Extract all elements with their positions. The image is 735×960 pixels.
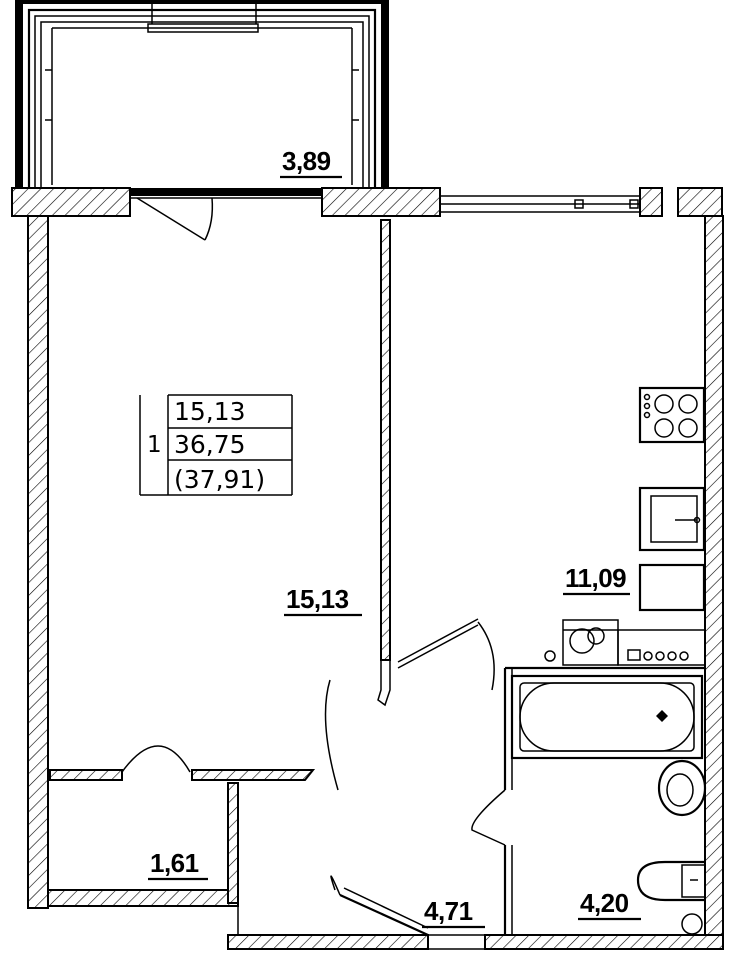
wall-top-middle: [321, 187, 441, 217]
fridge-icon: [638, 563, 706, 612]
entry-door-leaf: [339, 893, 429, 937]
wall-top-right-a: [639, 187, 663, 217]
living-door-arc: [324, 679, 339, 791]
walls: [11, 187, 724, 950]
balcony-door-frame: [130, 188, 322, 196]
wall-top-right-b: [677, 187, 723, 217]
storage-area-label: 1,61: [150, 848, 199, 878]
openings: [121, 188, 641, 950]
wall-living-kitchen: [380, 219, 391, 661]
apartment-legend: 1 15,13 36,75 (37,91): [139, 394, 293, 496]
wall-bottom-storage: [47, 889, 239, 907]
wall-storage-top-left: [49, 769, 123, 781]
sink-icon: [638, 486, 706, 552]
washbasin-icon: [657, 759, 707, 817]
legend-living-area: 15,13: [174, 397, 246, 426]
wall-top-left: [11, 187, 131, 217]
wall-storage-hall: [227, 782, 239, 904]
wall-bottom-hall: [227, 934, 429, 950]
wall-storage-top-right: [191, 769, 316, 781]
hallway-area-label: 4,71: [424, 896, 473, 926]
legend-total-area: 36,75: [174, 430, 246, 459]
wall-left: [27, 215, 49, 909]
legend-total-with-balcony: (37,91): [174, 465, 265, 494]
bathroom-fixtures: [510, 674, 707, 935]
kitchen-door-leaf: [397, 624, 479, 669]
legend-room-count: 1: [147, 432, 162, 458]
balcony-door-leaf: [136, 197, 206, 241]
balcony: [15, 0, 389, 192]
storage-door-arc: [121, 745, 191, 773]
bathroom-door: [471, 789, 506, 846]
stove-icon: [638, 386, 706, 444]
kitchen-fixtures: [544, 386, 706, 666]
boiler-icon: [544, 619, 619, 666]
bathroom-area-label: 4,20: [580, 888, 629, 918]
bathtub-icon: [510, 674, 704, 760]
wall-right: [704, 215, 724, 949]
kitchen-area-label: 11,09: [565, 563, 626, 593]
balcony-window: [147, 23, 259, 33]
washing-machine-icon: [617, 629, 706, 666]
toilet-icon: [636, 860, 706, 902]
floor-drain-icon: [681, 913, 703, 935]
wall-bottom-bath: [484, 934, 724, 950]
living-room-area-label: 15,13: [286, 584, 349, 614]
room-labels: 3,89 15,13 11,09 1,61 4,71 4,20: [148, 146, 641, 929]
balcony-area-label: 3,89: [282, 146, 331, 176]
